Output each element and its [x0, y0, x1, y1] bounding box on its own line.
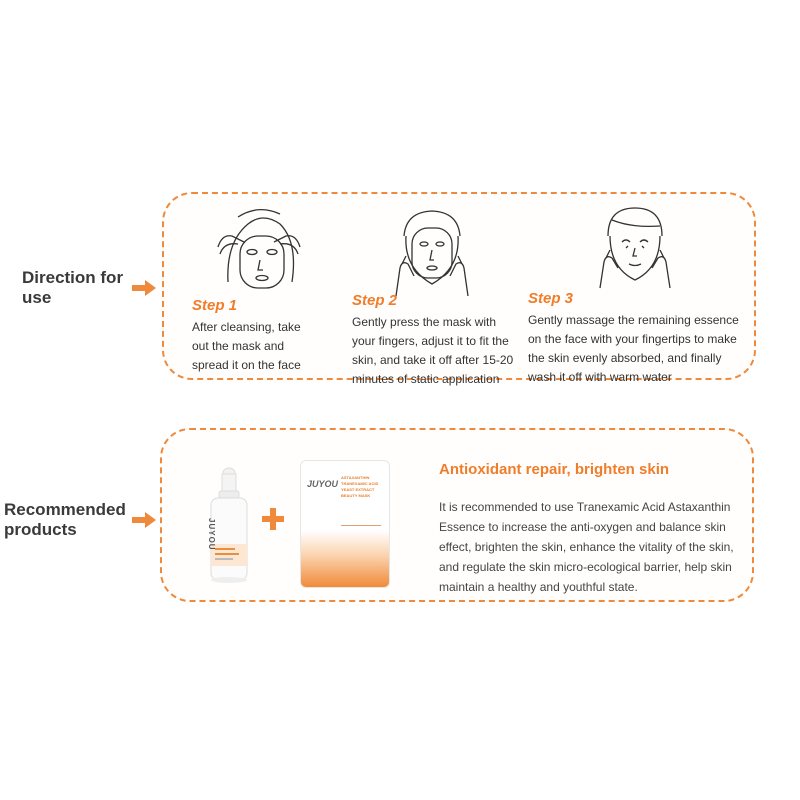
direction-panel: [162, 192, 756, 380]
step-1-title: Step 1: [192, 297, 238, 314]
face-pressing-mask-icon: [395, 210, 469, 297]
step-2-text: Gently press the mask with your fingers,…: [352, 315, 514, 386]
bottle-brand: JUYOU: [207, 518, 216, 551]
step-1: Step 1 After cleansing, take out the mas…: [192, 297, 312, 375]
serum-bottle-image: [210, 467, 248, 583]
step-3-title: Step 3: [528, 290, 574, 307]
direction-label: Direction for use: [22, 268, 124, 307]
product-title: Antioxidant repair, brighten skin: [439, 461, 670, 478]
mask-package-image: JUYOU ASTAXANTHIN TRANEXAMIC ACID YEAST …: [300, 460, 390, 588]
face-massage-icon: [599, 207, 671, 289]
mask-brand: JUYOU: [307, 479, 339, 489]
recommended-panel: [160, 428, 754, 602]
step-2-title: Step 2: [352, 292, 398, 309]
step-1-text: After cleansing, take out the mask and s…: [192, 320, 301, 372]
arrow-right-icon: [132, 512, 156, 528]
face-applying-mask-icon: [217, 209, 301, 289]
plus-icon: [262, 508, 284, 530]
arrow-right-icon: [132, 280, 156, 296]
step-3-text: Gently massage the remaining essence on …: [528, 313, 739, 384]
recommended-label: Recommended products: [4, 500, 126, 539]
mask-name: ASTAXANTHIN TRANEXAMIC ACID YEAST EXTRAC…: [341, 475, 379, 498]
step-2: Step 2 Gently press the mask with your f…: [352, 292, 517, 389]
step-3: Step 3 Gently massage the remaining esse…: [528, 290, 748, 387]
product-description: It is recommended to use Tranexamic Acid…: [439, 500, 734, 594]
mask-divider: [341, 525, 381, 526]
